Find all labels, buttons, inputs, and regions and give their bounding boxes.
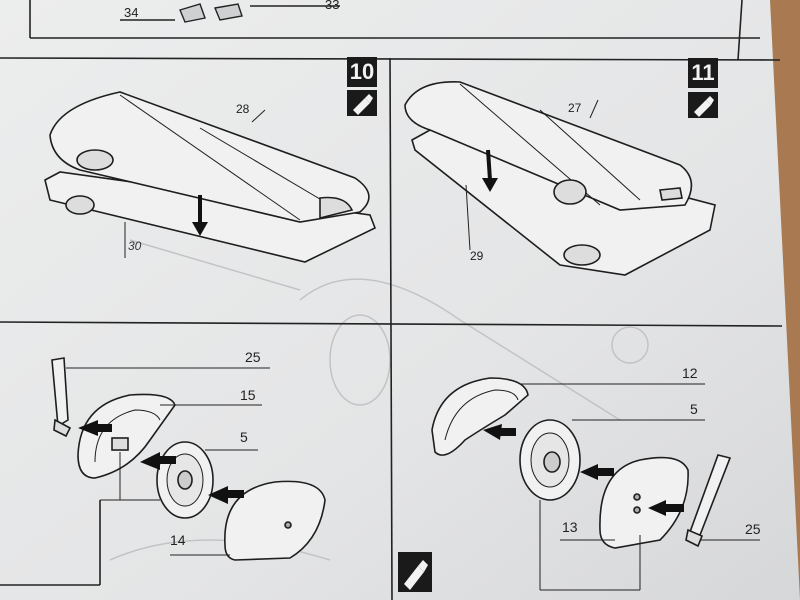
step10-wing-assembly	[44, 91, 377, 263]
br-leaders	[520, 383, 760, 591]
step10-flap	[44, 171, 377, 263]
step10-arrow	[192, 195, 208, 236]
bl-leaders	[66, 367, 270, 556]
part-label-27: 27	[568, 101, 582, 115]
panel-borders	[0, 0, 783, 600]
leader-28	[251, 109, 266, 123]
part-label-25: 25	[745, 521, 761, 537]
leader-27	[589, 99, 599, 119]
part-label-34: 34	[124, 5, 139, 20]
glue-bottle-icon	[688, 92, 718, 118]
br-arrows	[483, 424, 684, 516]
part-label-15: 15	[240, 387, 256, 403]
br-fairing	[599, 456, 689, 549]
part-label-14: 14	[170, 532, 186, 548]
part-label-30: 30	[128, 239, 142, 253]
top-strip-parts	[120, 3, 340, 23]
part-label-13: 13	[562, 519, 578, 535]
bl-arrows	[78, 420, 244, 504]
step-number-badge: 10	[347, 57, 377, 87]
part-label-25: 25	[245, 349, 261, 365]
part-label-29: 29	[470, 249, 484, 263]
part-label-5: 5	[690, 401, 698, 417]
br-wheel-assembly	[431, 377, 732, 549]
step11-wing	[404, 81, 693, 211]
part-label-28: 28	[236, 102, 250, 116]
leader-29	[465, 184, 471, 251]
bl-strut	[51, 357, 69, 428]
br-wheel-cover	[431, 377, 529, 456]
part-label-12: 12	[682, 365, 698, 381]
step11-arrow	[482, 149, 498, 192]
glue-bottle-icon	[347, 90, 377, 116]
part-label-5: 5	[240, 429, 248, 445]
glue-bottle-icon	[398, 552, 432, 592]
step-number-badge: 11	[688, 58, 718, 88]
background-ghost-drawing	[109, 239, 649, 561]
part-label-33: 33	[325, 0, 340, 12]
